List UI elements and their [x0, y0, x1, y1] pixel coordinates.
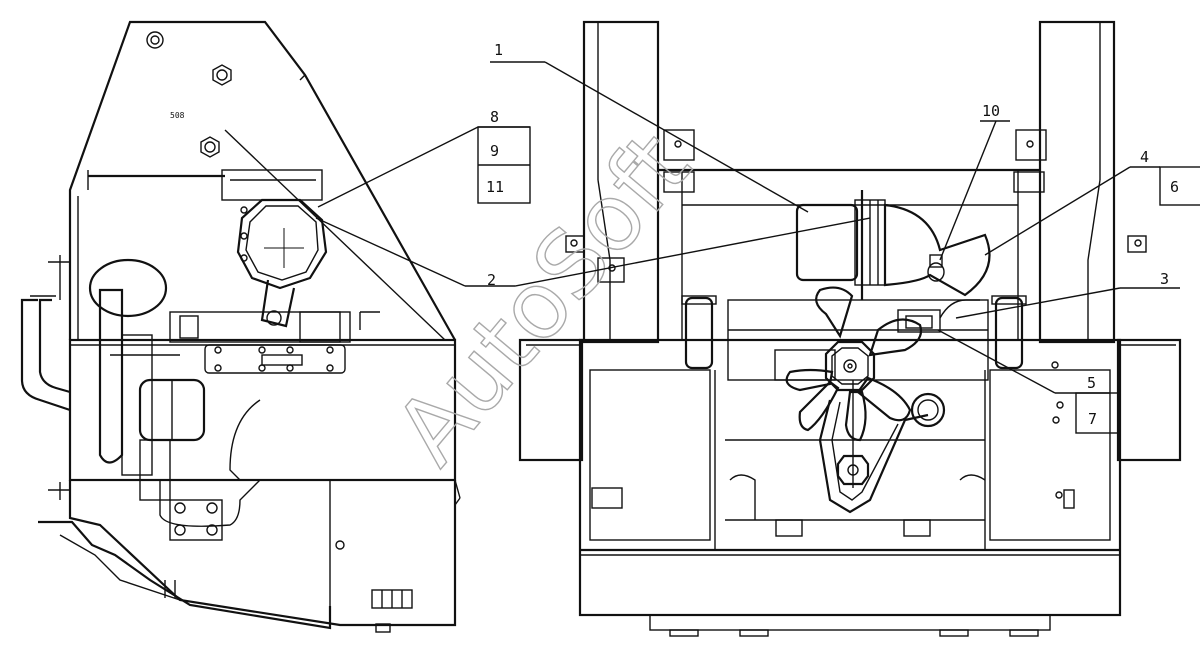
callout-3: 3	[1160, 270, 1169, 288]
callout-5-7-box	[1075, 392, 1119, 434]
plate-marking: 508	[170, 111, 185, 120]
callout-8: 8	[490, 108, 499, 126]
callout-4: 4	[1140, 148, 1149, 166]
air-filter-front	[795, 190, 991, 300]
front-view	[518, 20, 1182, 637]
callout-9: 9	[490, 142, 499, 160]
fan-side	[88, 258, 180, 481]
callout-2: 2	[487, 271, 496, 289]
front-frame	[578, 338, 1122, 617]
callout-11: 11	[486, 178, 504, 196]
leader-lines	[315, 61, 1180, 394]
callout-4-6-box	[1159, 166, 1200, 206]
plate-bolt	[200, 136, 220, 158]
callout-labels: 1 2 3 4 5 6 7 8 9 10 11	[486, 41, 1179, 428]
callout-6: 6	[1170, 178, 1179, 196]
callout-10: 10	[982, 102, 1000, 120]
side-view: 508	[20, 20, 461, 633]
watermark: AutoSoft	[375, 113, 711, 484]
air-filter-side	[236, 198, 328, 328]
plate-bolt	[212, 64, 232, 86]
plate-bolt	[146, 31, 164, 49]
callout-7: 7	[1088, 410, 1097, 428]
side-bracket-plate	[68, 20, 456, 341]
callout-1: 1	[494, 41, 503, 59]
callout-5: 5	[1087, 374, 1096, 392]
callout-8-9-11-box	[477, 126, 531, 204]
